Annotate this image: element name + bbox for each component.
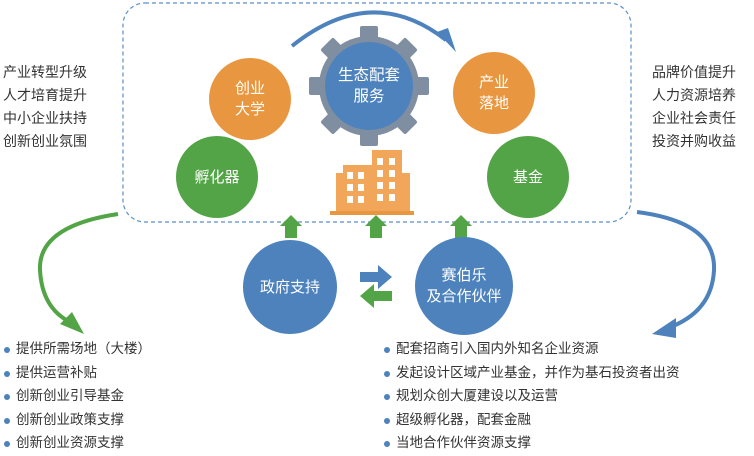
bullet-icon xyxy=(4,417,10,424)
right-outcomes: 品牌价值提升 人力资源培养 企业社会责任 投资并购收益 xyxy=(652,62,736,154)
left-curved-arrow xyxy=(37,212,119,324)
right-curved-arrow xyxy=(636,210,717,330)
bullet-icon xyxy=(384,417,390,424)
list-item: 配套招商引入国内外知名企业资源 xyxy=(384,338,680,362)
bullet-icon xyxy=(384,441,390,447)
bullet-icon xyxy=(4,441,10,447)
list-item: 超级孵化器，配套金融 xyxy=(384,409,680,433)
node-partner: 赛伯乐 及合作伙伴 xyxy=(415,237,513,335)
government-support-list: 提供所需场地（大楼） 提供运营补贴 创新创业引导基金 创新创业政策支撑 创新创业… xyxy=(4,338,151,456)
up-arrows xyxy=(280,215,472,238)
list-item: 提供运营补贴 xyxy=(4,362,151,386)
right-outcome-item: 品牌价值提升 xyxy=(652,65,736,81)
list-item: 提供所需场地（大楼） xyxy=(4,338,151,362)
right-arrow-head xyxy=(652,318,676,338)
list-item: 创新创业资源支撑 xyxy=(4,432,151,456)
left-outcome-item: 产业转型升级 xyxy=(3,65,87,81)
gear-icon xyxy=(309,26,429,146)
bullet-icon xyxy=(384,370,390,377)
bullet-icon xyxy=(4,370,10,377)
list-item: 当地合作伙伴资源支撑 xyxy=(384,432,680,456)
bullet-icon xyxy=(4,347,10,353)
node-incubator: 孵化器 xyxy=(176,136,258,218)
node-fund: 基金 xyxy=(487,136,569,218)
left-outcome-item: 创新创业氛围 xyxy=(3,134,87,150)
bullet-icon xyxy=(384,394,390,400)
bullet-icon xyxy=(4,394,10,400)
node-industry: 产业 落地 xyxy=(453,52,535,134)
node-government: 政府支持 xyxy=(243,240,337,334)
top-curved-arrow xyxy=(290,10,448,48)
node-ecosystem-services: 生态配套 服务 xyxy=(337,66,400,105)
left-arrow-head xyxy=(60,312,84,334)
right-outcome-item: 企业社会责任 xyxy=(652,111,736,127)
bullet-icon xyxy=(384,347,390,353)
list-item: 创新创业引导基金 xyxy=(4,385,151,409)
building-icon xyxy=(330,150,414,215)
left-exchange-arrow xyxy=(360,284,392,308)
list-item: 发起设计区域产业基金，并作为基石投资者出资 xyxy=(384,362,680,386)
right-outcome-item: 投资并购收益 xyxy=(652,134,736,150)
list-item: 创新创业政策支撑 xyxy=(4,409,151,433)
right-outcome-item: 人力资源培养 xyxy=(652,88,736,104)
node-university: 创业 大学 xyxy=(209,58,291,140)
left-outcome-item: 中小企业扶持 xyxy=(3,111,87,127)
top-arrow-head xyxy=(437,28,456,52)
partner-support-list: 配套招商引入国内外知名企业资源 发起设计区域产业基金，并作为基石投资者出资 规划… xyxy=(384,338,680,456)
list-item: 规划众创大厦建设以及运营 xyxy=(384,385,680,409)
left-outcome-item: 人才培育提升 xyxy=(3,88,87,104)
left-outcomes: 产业转型升级 人才培育提升 中小企业扶持 创新创业氛围 xyxy=(3,62,87,154)
right-exchange-arrow xyxy=(360,265,392,289)
